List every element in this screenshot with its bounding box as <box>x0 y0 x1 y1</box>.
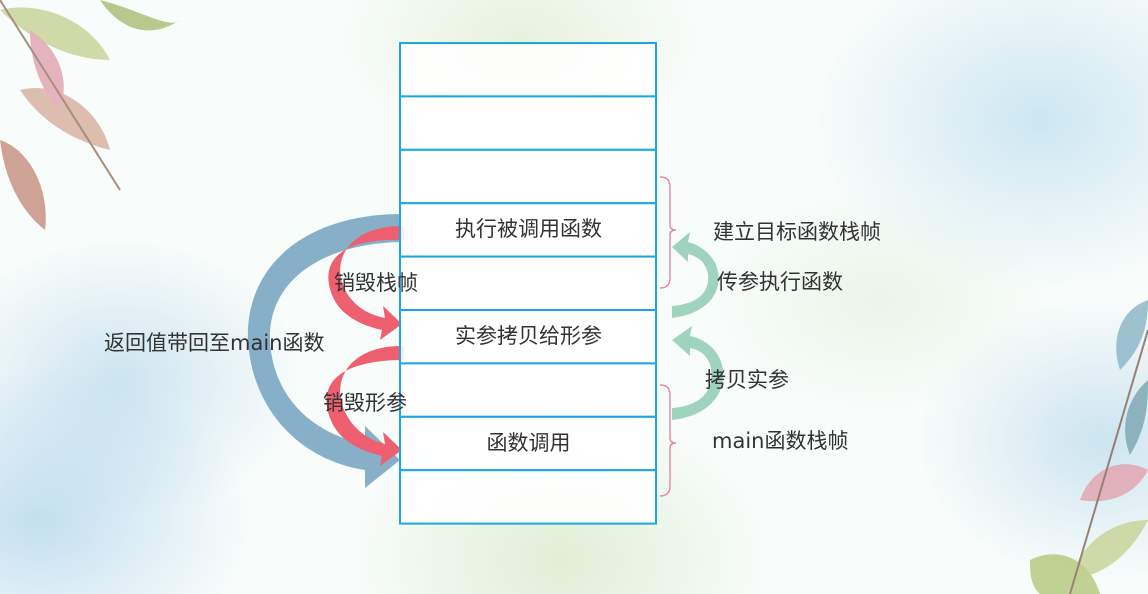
leaf-icon <box>20 88 110 150</box>
stack-cell <box>399 202 657 258</box>
stack-cell <box>399 255 657 312</box>
stack-cell <box>399 362 657 418</box>
label-destroy-param: 销毁形参 <box>323 391 407 415</box>
stack-cell <box>399 148 657 205</box>
stack-cell <box>399 95 657 151</box>
leaf-icon <box>30 30 64 110</box>
label-main-frame: main函数栈帧 <box>712 429 849 453</box>
cell-function-call: 函数调用 <box>486 431 571 455</box>
leaf-icon <box>0 7 110 60</box>
leaf-icon <box>1125 380 1148 455</box>
stack-frame <box>399 42 657 525</box>
leaf-icon <box>100 0 180 31</box>
brace-target-frame <box>659 176 677 289</box>
stack-cell <box>399 309 657 365</box>
stack-cell <box>399 415 657 472</box>
label-build-frame: 建立目标函数栈帧 <box>713 220 881 244</box>
label-copy-arg: 拷贝实参 <box>705 368 789 392</box>
leaf-icon <box>1116 300 1148 370</box>
label-pass-param: 传参执行函数 <box>717 270 843 294</box>
return-arrow <box>247 214 400 488</box>
copy-arg-arrow <box>672 326 724 420</box>
label-destroy-frame: 销毁栈帧 <box>334 271 418 295</box>
brace-main-frame <box>659 384 677 497</box>
leaf-icon <box>1070 520 1148 580</box>
stack-cell <box>399 469 657 525</box>
cell-copy-args: 实参拷贝给形参 <box>455 324 602 348</box>
destroy-param-arrow <box>326 345 404 466</box>
leaf-icon <box>0 140 46 230</box>
cell-exec-callee: 执行被调用函数 <box>455 217 602 241</box>
label-return-main: 返回值带回至main函数 <box>104 331 325 355</box>
stack-cell <box>399 42 657 98</box>
leaf-icon <box>1030 554 1100 594</box>
destroy-frame-arrow <box>328 225 404 340</box>
leaf-icon <box>1080 464 1148 502</box>
pass-param-arrow <box>672 232 719 318</box>
